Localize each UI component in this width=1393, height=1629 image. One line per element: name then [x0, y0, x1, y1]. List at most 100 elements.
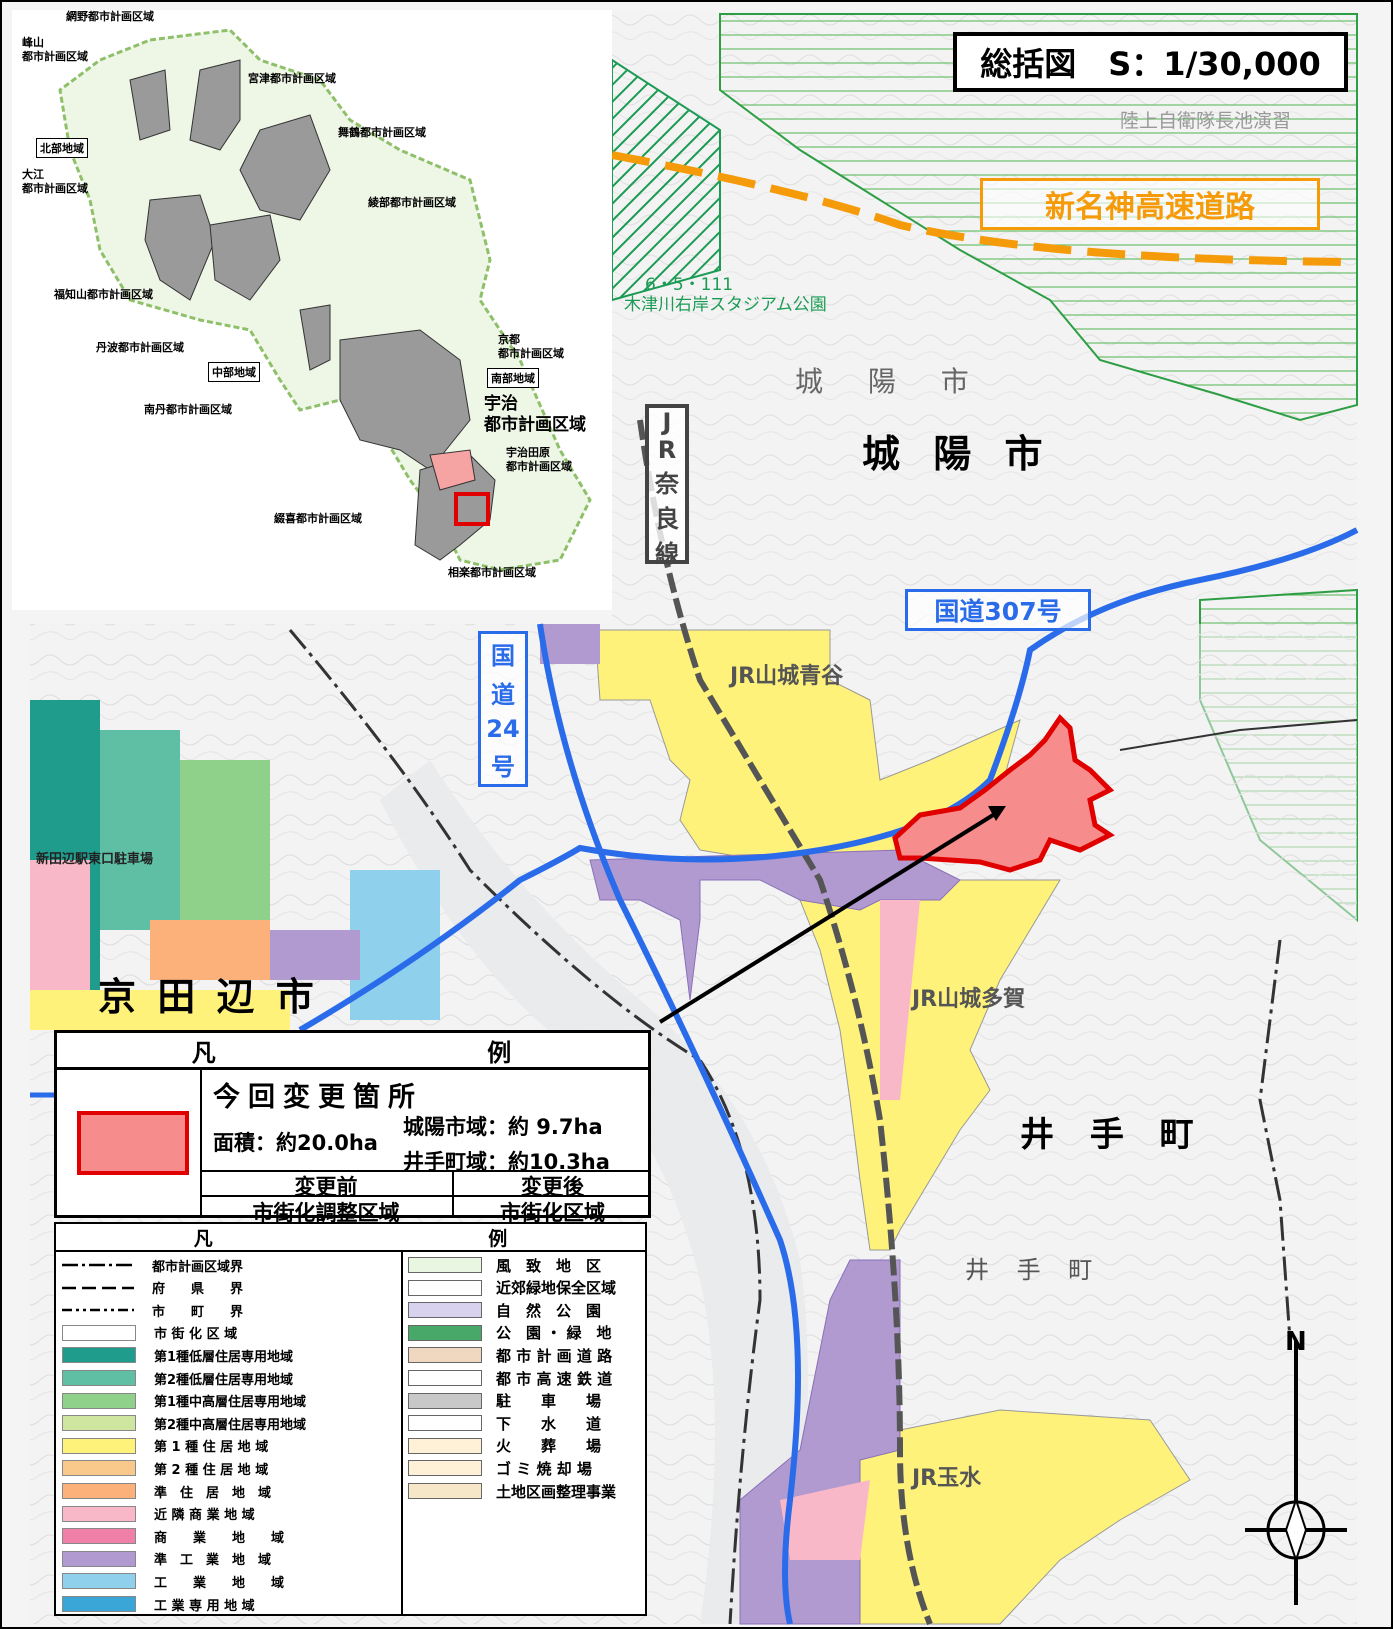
legend-label: 準 工 業 地 域: [154, 1553, 272, 1569]
legend-label: 駐 車 場: [496, 1392, 602, 1411]
inset-area-label: 福知山都市計画区域: [54, 288, 153, 301]
route-307-label: 国道307号: [905, 589, 1091, 631]
legend-label: 商 業 地 域: [154, 1530, 285, 1546]
change-legend-area: 面積：約20.0ha: [213, 1131, 378, 1155]
expressway-label: 新名神高速道路: [980, 178, 1320, 230]
legend-row: 第1種中高層住居専用地域: [62, 1390, 306, 1412]
legend-swatch: [62, 1324, 136, 1341]
legend-label: 都 市 高 速 鉄 道: [496, 1369, 613, 1388]
legend-row: 市 街 化 区 域: [62, 1322, 237, 1344]
legend-swatch: [62, 1483, 136, 1499]
legend-label: ゴ ミ 焼 却 場: [496, 1459, 592, 1478]
inset-area-label: 宇治田原 都市計画区域: [506, 446, 572, 473]
legend-swatch: [408, 1324, 482, 1341]
after-label: 変更後: [521, 1175, 584, 1199]
pointer-arrow: [658, 810, 1000, 1024]
legend-swatch: [62, 1528, 136, 1545]
expressway-line: [611, 151, 1358, 266]
legend-row: 工 業 専 用 地 域: [62, 1593, 255, 1615]
inset-area-label: 相楽都市計画区域: [448, 566, 536, 579]
legend-row: ゴ ミ 焼 却 場: [408, 1457, 592, 1479]
inset-area-label: 宮津都市計画区域: [248, 72, 336, 85]
joyo-city-small-label: 城 陽 市: [795, 365, 987, 398]
legend-swatch: [408, 1460, 482, 1477]
legend-row: 工 業 地 域: [62, 1570, 284, 1592]
legend-label: 工 業 地 域: [154, 1575, 285, 1591]
legend-swatch: [62, 1573, 136, 1590]
change-legend-joyo: 城陽市域：約 9.7ha: [403, 1115, 603, 1139]
quasi-industrial-zone: [589, 849, 961, 1001]
legend-swatch: [408, 1370, 482, 1386]
legend-label: 公 園 ・ 緑 地: [496, 1324, 612, 1343]
legend-label: 風 致 地 区: [496, 1256, 602, 1275]
legend-label: 火 葬 場: [496, 1437, 602, 1456]
legend-label: 準 住 居 地 域: [154, 1485, 272, 1501]
inset-region-label: 中部地域: [208, 362, 260, 382]
inset-area-label: 網野都市計画区域: [66, 10, 154, 23]
legend-row: 風 致 地 区: [408, 1254, 601, 1276]
inset-region-label: 南部地域: [487, 368, 539, 388]
legend-swatch: [62, 1392, 136, 1409]
legend-swatch: [408, 1437, 482, 1454]
jr-taga-label: JR山城多賀: [912, 987, 1026, 1012]
change-legend: 凡例 今回変更箇所 面積：約20.0ha 城陽市域：約 9.7ha 井手町域：約…: [54, 1030, 651, 1225]
legend-row: 第1種低層住居専用地域: [62, 1344, 293, 1366]
legend-label: 工 業 専 用 地 域: [154, 1598, 255, 1614]
legend-label: 府 県 界: [152, 1282, 244, 1298]
legend-label: 第1種中高層住居専用地域: [154, 1395, 307, 1411]
ide-town-label: 井 手 町: [1020, 1115, 1206, 1155]
legend-swatch: [62, 1415, 136, 1432]
legend-row: 土地区画整理事業: [408, 1480, 616, 1502]
legend-row: 駐 車 場: [408, 1390, 601, 1412]
scale-title: 総括図 S：1/30,000: [980, 45, 1321, 83]
inset-area-label: 京都 都市計画区域: [498, 333, 564, 360]
city-boundary: [288, 629, 762, 1625]
legend-swatch: [62, 1550, 136, 1567]
legend-row: 近 隣 商 業 地 域: [62, 1503, 255, 1525]
legend-label: 第 2 種 住 居 地 域: [154, 1462, 269, 1478]
legend-label: 市 街 化 区 域: [154, 1327, 238, 1343]
legend-swatch: [62, 1437, 136, 1454]
legend-label: 第 1 種 住 居 地 域: [154, 1440, 269, 1456]
legend-label: 近郊緑地保全区域: [496, 1279, 617, 1298]
before-value: 市街化調整区域: [252, 1201, 400, 1225]
stadium-label: 木津川右岸スタジアム公園: [624, 295, 827, 315]
legend-label: 第2種低層住居専用地域: [154, 1372, 294, 1388]
inset-area-label: 宇治 都市計画区域: [484, 394, 586, 436]
legend-swatch: [62, 1281, 134, 1295]
legend-swatch: [408, 1415, 482, 1432]
legend-swatch: [62, 1370, 136, 1386]
jr-nara-line-label: J R 奈 良 線: [645, 404, 689, 568]
legend-swatch: [62, 1258, 134, 1272]
north-arrow: [1245, 1340, 1347, 1605]
route-24-label: 国 道 24 号: [478, 631, 528, 787]
legend-label: 都 市 計 画 道 路: [496, 1346, 613, 1365]
legend-label: 第1種低層住居専用地域: [154, 1349, 294, 1365]
stadium-id-label: 6・5・111: [645, 275, 734, 295]
legend-row: 第2種低層住居専用地域: [62, 1367, 293, 1389]
legend-swatch: [408, 1257, 482, 1273]
jr-tamamizu-label: JR玉水: [912, 1466, 982, 1491]
legend-row: 第2種中高層住居専用地域: [62, 1412, 306, 1434]
ide-town-small-label: 井 手 町: [965, 1256, 1103, 1284]
legend-row: 第 1 種 住 居 地 域: [62, 1435, 268, 1457]
legend-swatch: [408, 1279, 482, 1296]
change-legend-title: 今回変更箇所: [213, 1082, 423, 1113]
legend-row: 府 県 界: [62, 1277, 243, 1299]
inset-area-label: 綴喜都市計画区域: [274, 512, 362, 525]
inset-area-label: 峰山 都市計画区域: [22, 36, 88, 63]
legend-row: 火 葬 場: [408, 1435, 601, 1457]
jr-aodani-label: JR山城青谷: [730, 664, 844, 689]
legend-label: 下 水 道: [496, 1414, 602, 1433]
legend-row: 自 然 公 園: [408, 1299, 601, 1321]
legend-row: 準 工 業 地 域: [62, 1548, 271, 1570]
legend-swatch: [408, 1392, 482, 1409]
residential-zone-joyo-ide: [594, 629, 1061, 1251]
legend-row: 近郊緑地保全区域: [408, 1277, 616, 1299]
legend-swatch: [62, 1596, 136, 1612]
legend-row: 準 住 居 地 域: [62, 1480, 271, 1502]
route-24-line: [537, 623, 801, 1625]
parking-label: 新田辺駅東口駐車場: [36, 852, 154, 867]
inset-area-label: 丹波都市計画区域: [96, 341, 184, 354]
